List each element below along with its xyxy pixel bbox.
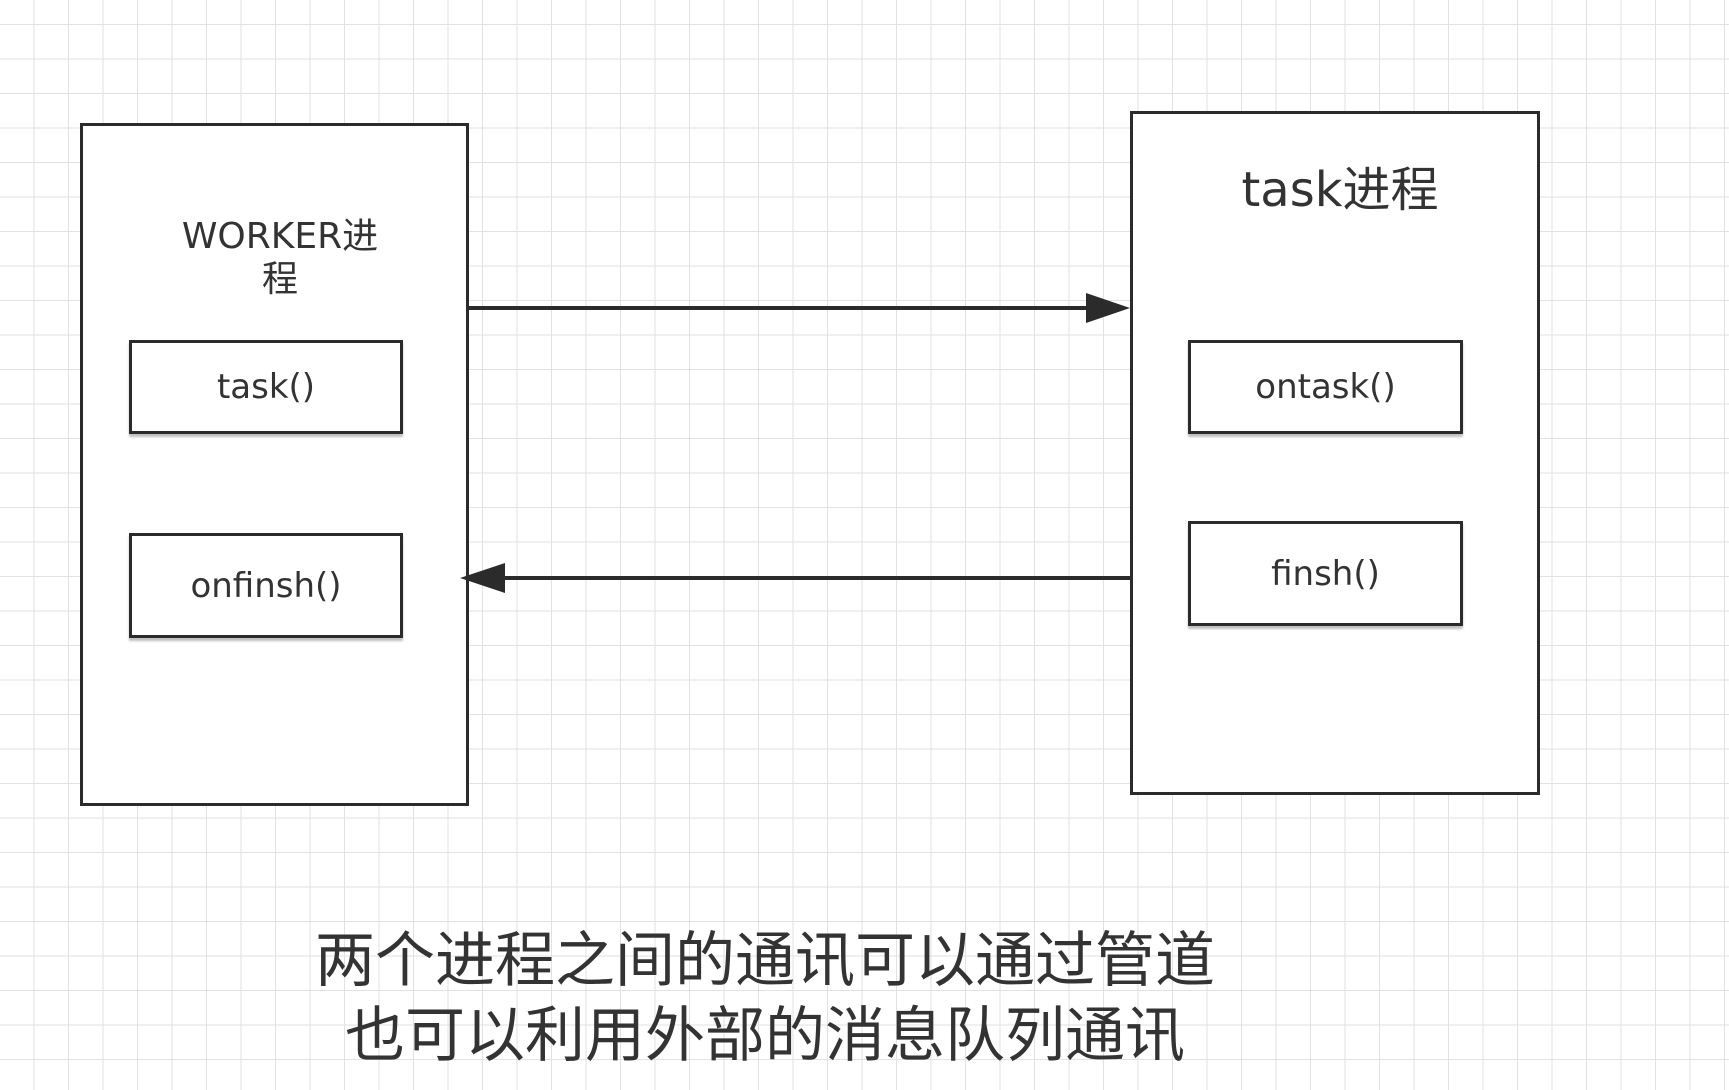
caption-line-2: 也可以利用外部的消息队列通讯 bbox=[345, 1001, 1185, 1071]
worker-title-line1: WORKER进 bbox=[181, 216, 379, 257]
caption-line-1: 两个进程之间的通讯可以通过管道 bbox=[315, 926, 1215, 996]
task-method-box[interactable]: task() bbox=[129, 340, 403, 434]
worker-process-box[interactable] bbox=[80, 123, 469, 806]
onfinsh-method-box[interactable]: onfinsh() bbox=[129, 533, 403, 638]
worker-to-task-arrow[interactable] bbox=[469, 293, 1130, 323]
finsh-method-box[interactable]: finsh() bbox=[1188, 521, 1463, 626]
ontask-method-box[interactable]: ontask() bbox=[1188, 340, 1463, 434]
task-process-box[interactable] bbox=[1130, 111, 1540, 795]
worker-title-line2: 程 bbox=[261, 259, 298, 301]
worker-process-title: WORKER进 程 bbox=[160, 215, 400, 301]
task-process-title: task进程 bbox=[1241, 162, 1439, 218]
task-to-worker-arrow[interactable] bbox=[460, 563, 1130, 593]
